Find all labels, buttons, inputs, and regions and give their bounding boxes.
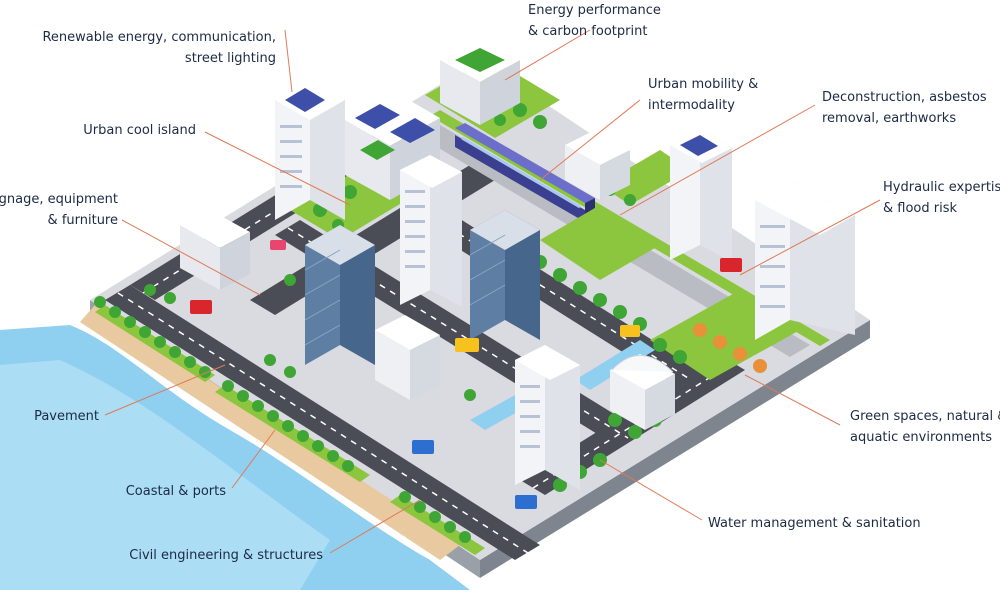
- callout-pavement: Pavement: [34, 409, 99, 424]
- glass-tower-center: [469, 210, 540, 340]
- solar-roof-building: [345, 92, 440, 200]
- label-hydraulic-expertise-l2: & flood risk: [883, 201, 957, 216]
- trees: [94, 88, 687, 543]
- callout-civil-engineering: Civil engineering & structures: [129, 548, 323, 563]
- callout-coastal-ports: Coastal & ports: [126, 484, 226, 499]
- label-renewable-energy-l1: Renewable energy, communication,: [42, 30, 276, 45]
- tower-solar-left: [275, 80, 345, 220]
- base-right-side: [480, 320, 870, 578]
- callout-hydraulic-expertise: Hydraulic expertise & flood risk: [883, 180, 1000, 216]
- label-pavement: Pavement: [34, 409, 99, 424]
- tower-center-white: [400, 155, 462, 307]
- label-green-spaces-l2: aquatic environments: [850, 430, 992, 445]
- dome-building: [610, 354, 675, 430]
- callout-renewable-energy: Renewable energy, communication, street …: [42, 30, 276, 66]
- label-renewable-energy-l2: street lighting: [185, 51, 276, 66]
- canal-east: [575, 340, 655, 390]
- autumn-trees: [693, 323, 767, 373]
- park-right: [600, 150, 690, 205]
- sea-highlight: [0, 360, 330, 590]
- dome-building-top: [565, 130, 630, 200]
- green-center: [540, 205, 660, 280]
- tram-train: [455, 123, 595, 222]
- label-urban-cool-island: Urban cool island: [83, 123, 196, 138]
- mid-building: [375, 315, 440, 400]
- label-signage-l1: Signage, equipment: [0, 192, 118, 207]
- label-hydraulic-expertise-l1: Hydraulic expertise: [883, 180, 1000, 195]
- label-signage-l2: & furniture: [48, 213, 118, 228]
- tower-far-right: [755, 180, 855, 340]
- leader-lines: [104, 29, 881, 554]
- green-roof-building-top: [440, 40, 520, 125]
- label-civil-engineering: Civil engineering & structures: [129, 548, 323, 563]
- tower-bottom-right: [515, 345, 580, 490]
- label-deconstruction-l1: Deconstruction, asbestos: [822, 90, 987, 105]
- city-illustration: [0, 40, 870, 590]
- callout-water-management: Water management & sanitation: [708, 516, 921, 531]
- small-building-left: [180, 210, 250, 290]
- label-energy-performance-l2: & carbon footprint: [528, 24, 647, 39]
- label-green-spaces-l1: Green spaces, natural &: [850, 409, 1000, 424]
- label-urban-mobility-l2: intermodality: [648, 98, 735, 113]
- tower-right-solar: [670, 130, 732, 262]
- callout-deconstruction: Deconstruction, asbestos removal, earthw…: [822, 90, 987, 126]
- callout-green-spaces: Green spaces, natural & aquatic environm…: [850, 409, 1000, 445]
- callout-urban-cool-island: Urban cool island: [83, 123, 196, 138]
- label-water-management: Water management & sanitation: [708, 516, 921, 531]
- vehicles: [190, 240, 742, 509]
- label-deconstruction-l2: removal, earthworks: [822, 111, 956, 126]
- callout-urban-mobility: Urban mobility & intermodality: [648, 77, 758, 113]
- label-coastal-ports: Coastal & ports: [126, 484, 226, 499]
- callout-signage: Signage, equipment & furniture: [0, 192, 118, 228]
- beach: [80, 305, 460, 560]
- callout-energy-performance: Energy performance & carbon footprint: [528, 3, 661, 39]
- glass-tower-left: [304, 225, 375, 365]
- label-energy-performance-l1: Energy performance: [528, 3, 661, 18]
- label-urban-mobility-l1: Urban mobility &: [648, 77, 758, 92]
